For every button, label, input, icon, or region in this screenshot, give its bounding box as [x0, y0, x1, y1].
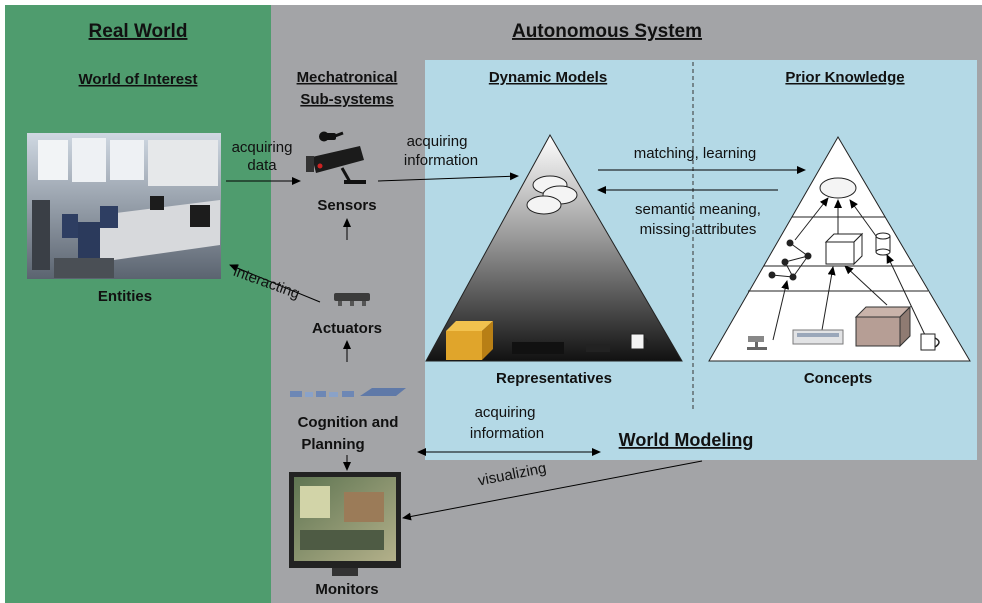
concept-arrows: [772, 197, 926, 341]
real-world-region: [5, 5, 271, 603]
world-of-interest-title: World of Interest: [79, 71, 198, 88]
prior-knowledge-title: Prior Knowledge: [785, 69, 904, 86]
chair-object: [586, 344, 610, 352]
edge-label-acquiring-info-1: acquiring: [407, 133, 468, 150]
representatives-label: Representatives: [496, 370, 612, 387]
lab-room-image: [27, 133, 221, 279]
edge-label-acquiring-data-2: data: [247, 157, 277, 174]
chair-icon: [747, 336, 767, 350]
cognition-label-1: Cognition and: [298, 414, 399, 431]
edge-label-semantic-1: semantic meaning,: [635, 201, 761, 218]
edge-visualizing: [402, 460, 703, 521]
cube-icon: [446, 321, 493, 360]
edge-label-acquiring-info-b1: acquiring: [475, 404, 536, 421]
edge-label-acquiring-data-1: acquiring: [232, 139, 293, 156]
edge-label-semantic-2: missing attributes: [640, 221, 757, 238]
monitor-icon: [289, 472, 401, 576]
edge-acquiring-information: [377, 172, 519, 182]
cloud-icon: [526, 175, 578, 215]
edges: [226, 166, 806, 521]
concept-box-icon: [854, 305, 912, 348]
mechatronical-title-1: Mechatronical: [297, 69, 398, 86]
sensors-label: Sensors: [317, 197, 376, 214]
concept-graph: [768, 239, 812, 281]
autonomous-system-title: Autonomous System: [512, 21, 702, 42]
camera-icon: [306, 146, 366, 184]
robot-arm-icon: [334, 293, 370, 306]
concept-cube-icon: [824, 232, 864, 266]
edge-interacting: [229, 264, 321, 303]
world-modeling-label: World Modeling: [619, 430, 754, 450]
real-world-title: Real World: [89, 21, 188, 42]
entities-label: Entities: [98, 288, 152, 305]
concept-cloud-icon: [819, 177, 857, 199]
keyboard-object: [512, 342, 564, 354]
mechatronical-title-2: Sub-systems: [300, 91, 393, 108]
monitors-label: Monitors: [315, 581, 378, 598]
edge-label-matching-learning: matching, learning: [634, 145, 757, 162]
cognition-label-2: Planning: [301, 436, 364, 453]
dynamic-models-title: Dynamic Models: [489, 69, 607, 86]
dynamic-models-pyramid: [425, 133, 683, 362]
edge-label-acquiring-info-2: information: [404, 152, 478, 169]
edge-label-acquiring-info-b2: information: [470, 425, 544, 442]
cylinder-icon: [875, 232, 891, 256]
concepts-label: Concepts: [804, 370, 872, 387]
actuators-label: Actuators: [312, 320, 382, 337]
flashlight-icon: [319, 131, 344, 142]
mug-icon: [630, 333, 649, 350]
keyboard-icon: [290, 388, 406, 397]
concept-keyboard-icon: [792, 329, 844, 345]
concept-mug-icon: [920, 333, 940, 351]
